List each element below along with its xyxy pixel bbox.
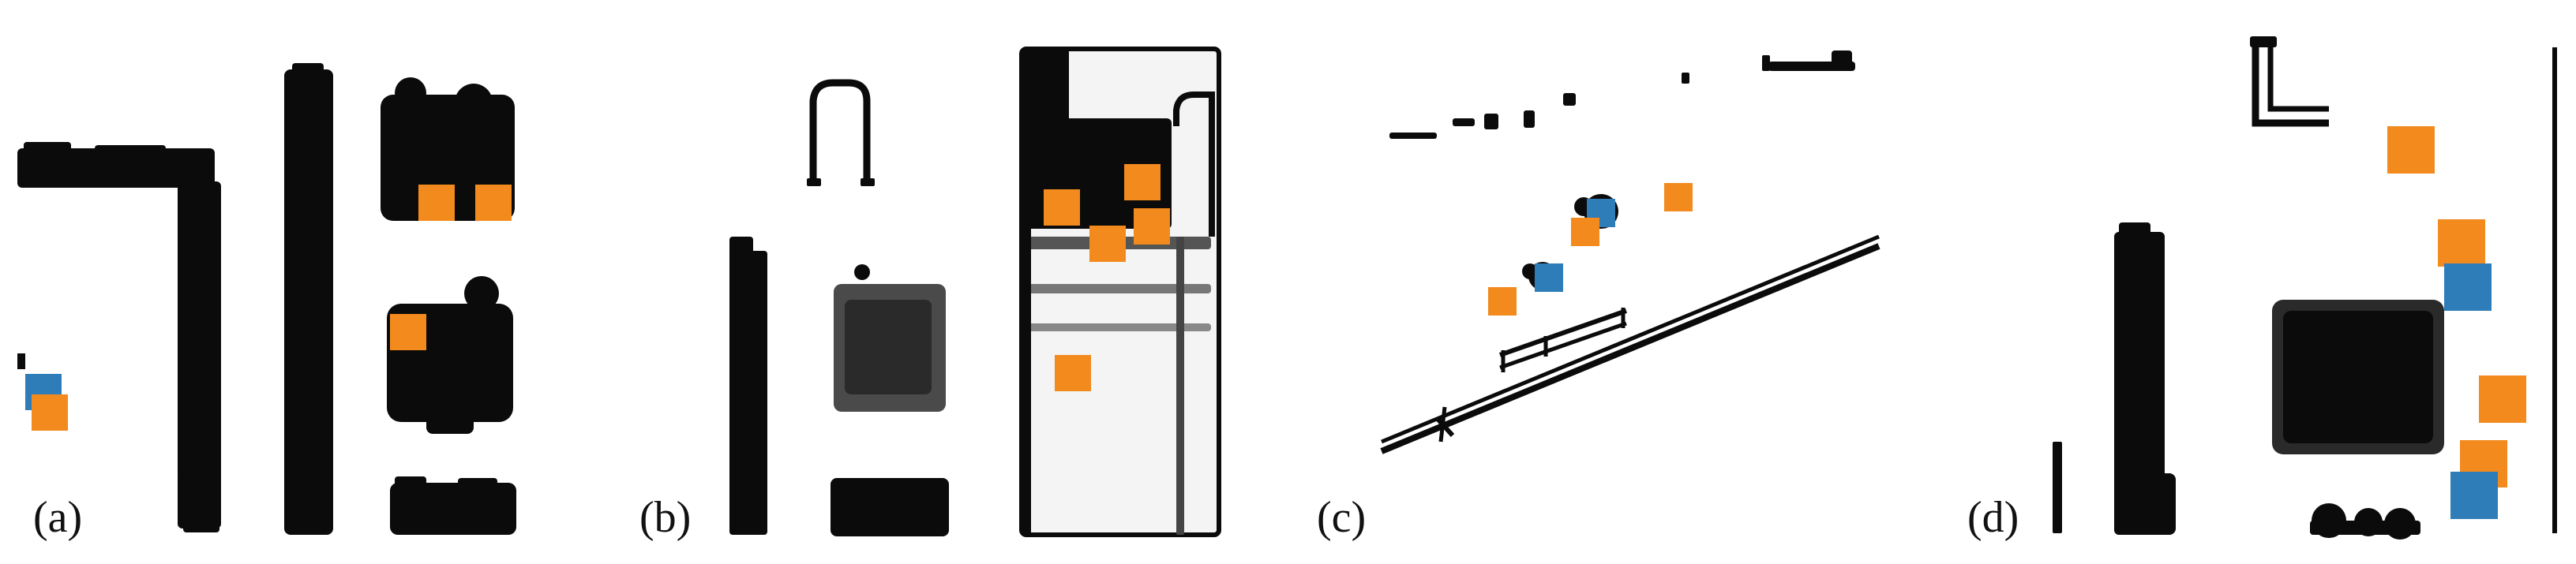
marker-orange [32, 394, 68, 431]
object-bottom [831, 478, 949, 536]
panel-b: (b) [632, 0, 1247, 564]
u-outline [807, 79, 875, 186]
marker-orange [1488, 287, 1517, 316]
top-scatter [1389, 50, 1855, 139]
diagonal-railing [1380, 234, 1880, 454]
marker-blue [1535, 263, 1563, 292]
marker-orange [1044, 189, 1080, 226]
markers [25, 185, 512, 431]
marker-orange [418, 185, 455, 221]
object-middle [834, 264, 946, 412]
panel-a: (a) [0, 0, 553, 564]
marker-orange [1571, 218, 1599, 246]
left-strip [729, 237, 767, 535]
object-bottom-right [390, 476, 516, 535]
marker-orange [1124, 164, 1161, 200]
top-bracket [2250, 36, 2329, 127]
panel-b-point-cloud [729, 47, 1221, 537]
marker-orange [1089, 226, 1126, 262]
marker-orange [1134, 208, 1170, 245]
object-middle [2272, 300, 2444, 454]
panel-label-b: (b) [639, 493, 692, 542]
marker-orange [2387, 126, 2435, 174]
panel-c-point-cloud [1380, 50, 1880, 454]
marker-orange [2479, 375, 2526, 423]
panel-c: (c) [1310, 0, 1910, 564]
marker-orange [1055, 355, 1091, 391]
markers [1044, 164, 1170, 391]
panel-a-point-cloud [17, 63, 516, 535]
speck [17, 353, 25, 369]
marker-orange [1664, 183, 1693, 211]
panel-label-c: (c) [1317, 493, 1367, 542]
object-right-tall [1019, 47, 1221, 537]
marker-blue [2444, 263, 2492, 311]
panel-d-point-cloud [2053, 36, 2557, 540]
marker-orange [390, 314, 426, 350]
bench [1499, 308, 1627, 372]
tall-left-object [2114, 222, 2176, 535]
column [284, 63, 333, 535]
wall-l-horizontal [17, 142, 215, 188]
marker-orange [2438, 219, 2485, 267]
bottom-blobs [2310, 503, 2420, 540]
markers [2387, 126, 2526, 519]
panel-label-d: (d) [1967, 493, 2019, 542]
object-middle-right [387, 276, 513, 434]
panel-d: (d) [1958, 0, 2576, 564]
marker-orange [475, 185, 512, 221]
marker-blue [2450, 472, 2498, 519]
wall-l-vertical [178, 181, 221, 532]
panel-label-a: (a) [33, 493, 83, 542]
markers [1488, 183, 1693, 316]
left-thin-strip [2053, 442, 2062, 533]
